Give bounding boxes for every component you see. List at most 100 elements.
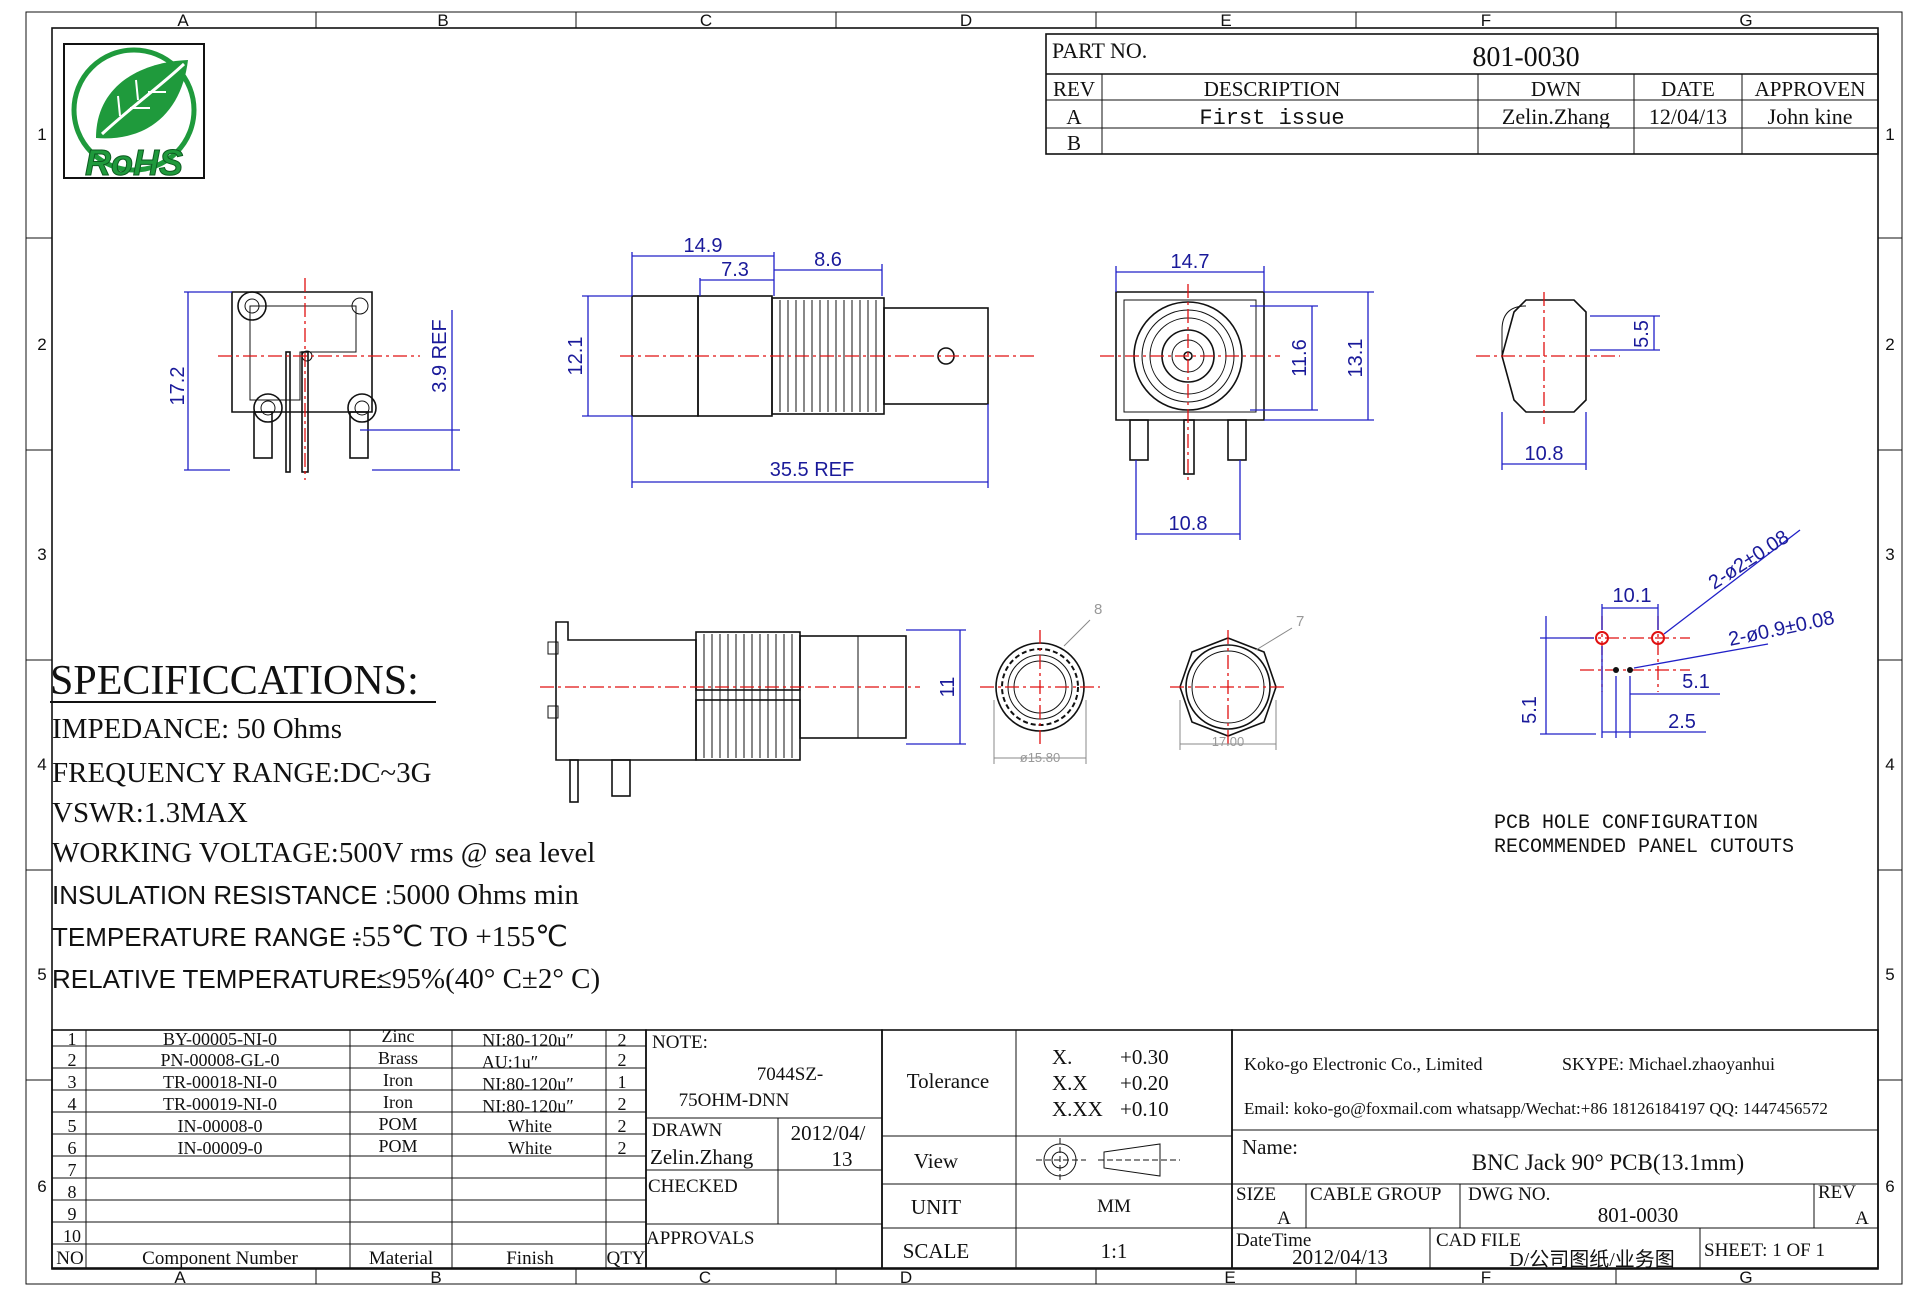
dim-top-12-1: 12.1 [565, 337, 587, 376]
pcb-caption: PCB HOLE CONFIGURATION RECOMMENDED PANEL… [1494, 812, 1794, 859]
specs-heading: SPECIFICCATIONS: [50, 658, 419, 704]
company-contact: Email: koko-go@foxmail.com whatsapp/Wech… [1244, 1099, 1828, 1118]
bom-no: 1 [68, 1029, 77, 1049]
spec-rel-temp-value: ≤95%(40° C±2° C) [376, 963, 600, 995]
dim-nut-diameter: ø15.80 [1020, 750, 1060, 765]
rev-a-drawn-by: Zelin.Zhang [1502, 104, 1610, 129]
bom-component: TR-00018-NI-0 [163, 1072, 277, 1092]
dim-pcb-5-1-v: 5.1 [1519, 696, 1541, 724]
description-header: DESCRIPTION [1204, 77, 1341, 101]
bom-finish: White [508, 1138, 552, 1158]
dim-front-11-6: 11.6 [1289, 339, 1311, 376]
rohs-logo: RoHS Green Product [63, 43, 205, 184]
note-line2: 75OHM-DNN [679, 1090, 790, 1111]
spec-rel-temp-label: RELATIVE TEMPERATURE: [52, 964, 384, 994]
dim-side-ref: 3.9 REF [429, 319, 451, 392]
datetime-value: 2012/04/13 [1292, 1245, 1388, 1269]
company-name: Koko-go Electronic Co., Limited [1244, 1054, 1482, 1074]
bom-finish: NI:80-120u″ [482, 1074, 574, 1094]
bom-no: 9 [68, 1204, 77, 1224]
spec-temp-range-value: -55℃ TO +155℃ [352, 921, 568, 953]
unit-label: UNIT [911, 1195, 961, 1219]
row-label: 1 [1885, 125, 1894, 144]
bom-finish: White [508, 1116, 552, 1136]
drawn-name: Zelin.Zhang [650, 1145, 754, 1169]
lower-side-view: 11 [540, 621, 966, 803]
note-line1: 7044SZ- [757, 1064, 824, 1085]
rev-a-date: 12/04/13 [1649, 104, 1727, 129]
dim-cut-10-8: 10.8 [1525, 443, 1564, 465]
row-label: 2 [1885, 335, 1894, 354]
scale-label: SCALE [903, 1239, 970, 1263]
bom-finish: AU:1u″ [482, 1052, 539, 1072]
spec-insulation-label: INSULATION RESISTANCE : [52, 880, 392, 910]
dwg-no-label: DWG NO. [1468, 1184, 1550, 1205]
col-label: G [1739, 1268, 1752, 1287]
row-label: 1 [37, 125, 46, 144]
dim-pcb-hole-small: 2-ø0.9±0.08 [1726, 607, 1836, 651]
col-label: C [700, 11, 712, 30]
col-label: F [1481, 1268, 1491, 1287]
drawn-date-part2: 13 [832, 1147, 853, 1171]
part-no-value: 801-0030 [1472, 42, 1579, 73]
dim-front-13-1: 13.1 [1345, 339, 1367, 378]
top-view: 14.9 7.3 8.6 12.1 35.5 REF [565, 235, 1036, 488]
bom-qty: 2 [618, 1094, 627, 1114]
hex-nut-view: 7 17.00 [1170, 613, 1304, 750]
dim-front-14-7: 14.7 [1171, 251, 1210, 273]
bom-qty: 1 [618, 1072, 627, 1092]
bom-no: 5 [68, 1116, 77, 1136]
tolerance-label: Tolerance [907, 1069, 989, 1093]
bom-rows: 1 BY-00005-NI-0 Zinc NI:80-120u″ 2 2 PN-… [56, 1026, 646, 1269]
bom-component: IN-00008-0 [178, 1116, 263, 1136]
bom-no: 4 [68, 1094, 77, 1114]
bom-finish: NI:80-120u″ [482, 1096, 574, 1116]
col-label: E [1220, 11, 1231, 30]
tolerance-value: +0.20 [1120, 1071, 1169, 1095]
scale-value: 1:1 [1101, 1239, 1128, 1263]
bom-header-component: Component Number [142, 1248, 298, 1269]
row-label: 6 [37, 1177, 46, 1196]
bom-header-material: Material [369, 1248, 433, 1269]
pcb-caption-line1: PCB HOLE CONFIGURATION [1494, 812, 1758, 835]
rohs-text: RoHS [85, 142, 183, 183]
col-label: D [960, 11, 972, 30]
dwg-no-value: 801-0030 [1598, 1203, 1679, 1227]
col-label: A [174, 1268, 186, 1287]
dim-side-height: 17.2 [167, 367, 189, 406]
bom-qty: 2 [618, 1050, 627, 1070]
row-label: 5 [37, 965, 46, 984]
spec-insulation-value: 5000 Ohms min [392, 879, 579, 911]
rev-value: A [1855, 1208, 1869, 1229]
col-label: B [430, 1268, 441, 1287]
company-block: Koko-go Electronic Co., Limited SKYPE: M… [1231, 1029, 1879, 1271]
product-name: BNC Jack 90° PCB(13.1mm) [1472, 1150, 1744, 1175]
checked-label: CHECKED [648, 1176, 738, 1197]
bom-qty: 2 [618, 1030, 627, 1050]
bom-material: Brass [378, 1048, 418, 1068]
knurl-pattern-lower [703, 634, 793, 758]
tolerance-block: Tolerance X. +0.30 X.X +0.20 X.XX +0.10 … [881, 1029, 1233, 1269]
bom-qty: 2 [618, 1116, 627, 1136]
dim-pcb-10-1: 10.1 [1613, 585, 1652, 607]
dim-pcb-5-1-h: 5.1 [1682, 671, 1710, 693]
dim-top-14-9: 14.9 [684, 235, 723, 257]
cad-file-value: D/公司图纸/业务图 [1509, 1248, 1675, 1271]
row-label: 3 [37, 545, 46, 564]
note-label: NOTE: [652, 1032, 708, 1053]
part-no-label: PART NO. [1052, 38, 1147, 63]
tolerance-key: X.XX [1052, 1097, 1103, 1121]
col-label: E [1224, 1268, 1235, 1287]
row-label: 4 [37, 755, 46, 774]
drawing-border [25, 11, 1903, 1285]
row-label: 4 [1885, 755, 1894, 774]
cable-group-label: CABLE GROUP [1310, 1184, 1441, 1205]
bom-finish: NI:80-120u″ [482, 1030, 574, 1050]
border-column-labels: A B C D E F G A B C D E F G [174, 11, 1752, 1287]
date-header: DATE [1661, 77, 1715, 101]
rev-label: REV [1818, 1182, 1856, 1203]
bom-no: 6 [68, 1138, 77, 1158]
pcb-caption-line2: RECOMMENDED PANEL CUTOUTS [1494, 836, 1794, 859]
bom-no: 7 [68, 1160, 77, 1180]
dim-hex-width: 17.00 [1212, 734, 1245, 749]
